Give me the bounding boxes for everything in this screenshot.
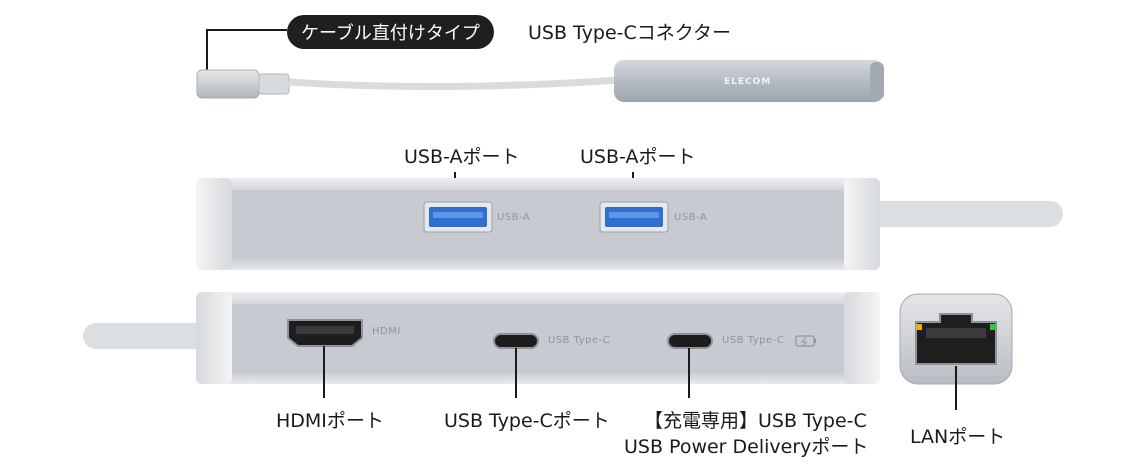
connector-label: USB Type-Cコネクター	[528, 22, 732, 44]
usb-c-pd-engraving: USB Type-C	[722, 335, 785, 346]
usb-c-plug	[196, 69, 260, 99]
usb-a-port-1[interactable]	[423, 201, 493, 233]
hub-body-top	[614, 60, 884, 102]
hdmi-port-label: HDMIポート	[276, 410, 384, 432]
connector-leader-line	[206, 29, 287, 70]
usb-c-pd-port[interactable]	[667, 333, 713, 349]
brand-logo: ELECOM	[724, 77, 772, 87]
hdmi-engraving: HDMI	[372, 326, 401, 337]
usb-c-engraving: USB Type-C	[548, 335, 611, 346]
top-cable-illustration	[196, 29, 884, 102]
cable-type-pill: ケーブル直付けタイプ	[287, 15, 494, 49]
hdmi-port[interactable]	[287, 319, 363, 347]
usb-a-port-1-label: USB-Aポート	[404, 146, 520, 168]
usb-c-port[interactable]	[493, 333, 539, 349]
lan-port[interactable]	[915, 313, 997, 365]
usb-c-port-label: USB Type-Cポート	[444, 410, 610, 432]
lan-led-left	[916, 324, 922, 330]
usb-a-port-2[interactable]	[599, 201, 669, 233]
usb-a-port-2-label: USB-Aポート	[580, 146, 696, 168]
hub-side-hdmi-usbc	[83, 292, 880, 398]
usb-a-engraving-1: USB-A	[497, 212, 531, 223]
top-cable-overview: ケーブル直付けタイプ USB Type-Cコネクター ELECOM	[0, 0, 1140, 120]
lan-end-view	[899, 293, 1013, 410]
lan-port-label: LANポート	[910, 426, 1006, 448]
cable	[288, 76, 621, 91]
hub-side-usb-a	[196, 172, 1063, 270]
pd-port-label-line2: USB Power Deliveryポート	[624, 436, 869, 458]
power-delivery-icon	[795, 335, 816, 347]
usb-a-engraving-2: USB-A	[674, 212, 708, 223]
lan-led-right	[990, 324, 996, 330]
pd-port-label-line1: 【充電専用】USB Type-C	[644, 410, 867, 432]
